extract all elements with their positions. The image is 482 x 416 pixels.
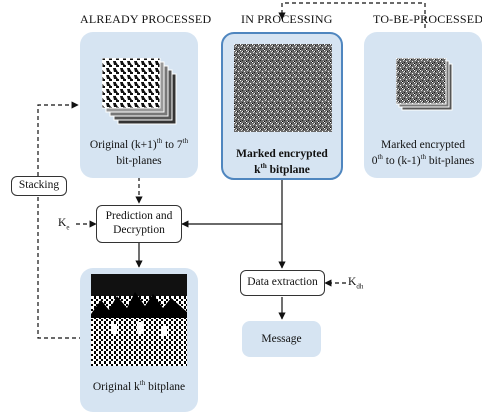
kdh-key-label: Kdh	[348, 276, 364, 291]
already-processed-panel: Original (k+1)th to 7th bit-planes	[80, 32, 198, 178]
already-processed-caption: Original (k+1)th to 7th bit-planes	[89, 137, 189, 167]
original-bitplane-panel: Original kth bitplane	[80, 268, 198, 412]
heading-to-be-processed: TO-BE-PROCESSED	[373, 12, 482, 26]
to-be-processed-caption: Marked encrypted 0th to (k-1)th bit-plan…	[371, 139, 475, 167]
original-bitplane-caption: Original kth bitplane	[92, 379, 186, 393]
prediction-decryption-box: Prediction and Decryption	[96, 205, 182, 243]
bitplane-stack-image	[102, 58, 177, 125]
message-box: Message	[242, 321, 321, 357]
ke-key-label: Ke	[58, 217, 70, 232]
encrypted-bitplane-image	[234, 44, 332, 132]
heading-in-processing: IN PROCESSING	[241, 12, 333, 26]
to-be-processed-panel: Marked encrypted 0th to (k-1)th bit-plan…	[364, 32, 482, 178]
original-bitplane-image	[91, 274, 187, 366]
stacking-box: Stacking	[11, 176, 67, 196]
data-extraction-box: Data extraction	[240, 270, 325, 296]
in-processing-caption: Marked encrypted kth bitplane	[236, 148, 328, 176]
stacking-to-already-arrow	[37, 101, 79, 176]
remaining-bitplanes-image	[396, 58, 453, 111]
heading-already-processed: ALREADY PROCESSED	[80, 12, 212, 26]
in-processing-panel: Marked encrypted kth bitplane	[221, 32, 343, 180]
